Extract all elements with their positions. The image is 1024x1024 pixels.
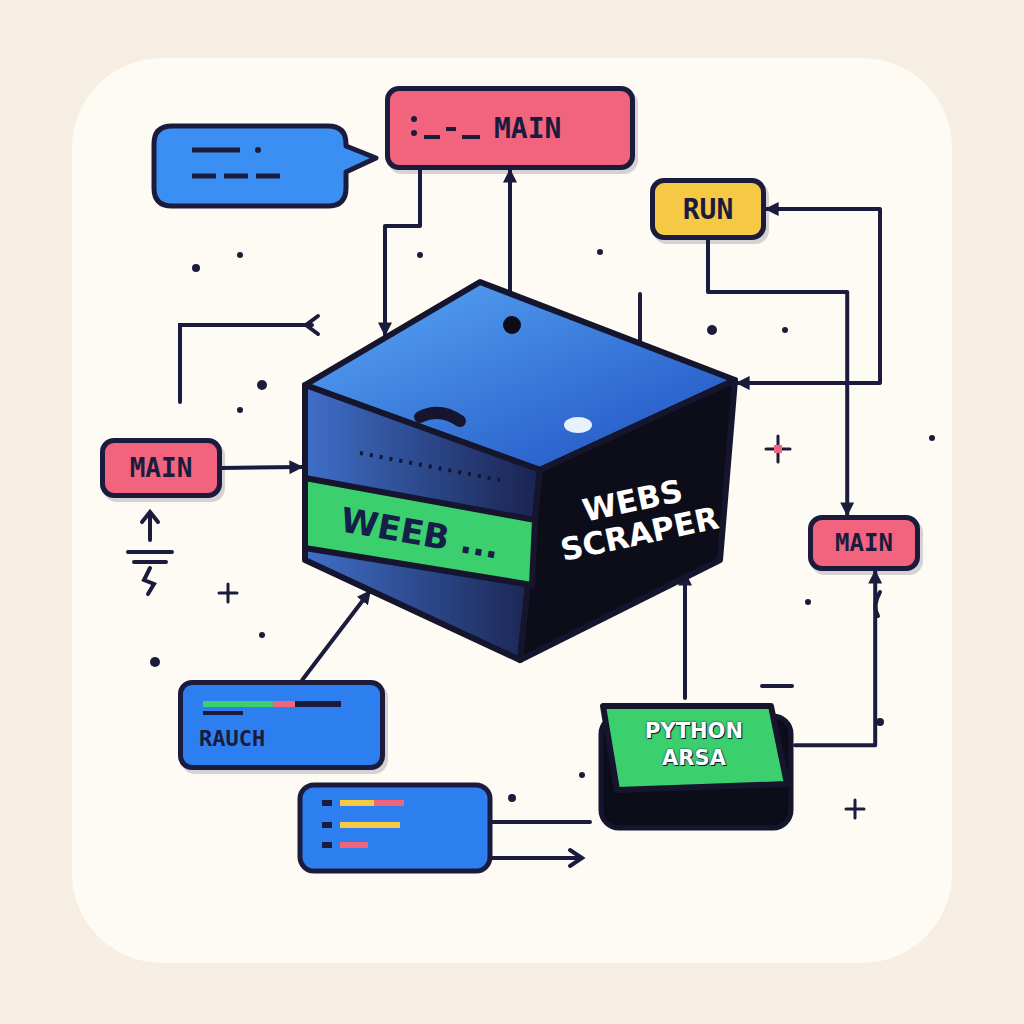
plus-sign xyxy=(219,584,237,602)
dash xyxy=(446,127,456,131)
bubble-bar xyxy=(322,842,332,848)
node-art xyxy=(390,91,510,165)
node-art xyxy=(183,685,383,725)
code-bar xyxy=(295,701,341,707)
dot xyxy=(597,249,603,255)
chat-bubble xyxy=(300,785,490,871)
connector-arrow xyxy=(508,170,512,293)
wire xyxy=(180,325,312,402)
plus-sign xyxy=(766,436,790,462)
box-label: MAIN xyxy=(835,529,893,557)
code-bar xyxy=(273,701,295,707)
cube-right xyxy=(520,380,735,660)
dash-dot xyxy=(411,116,417,122)
dot xyxy=(805,599,811,605)
panel xyxy=(72,58,952,963)
rauch-box: RAUCH xyxy=(178,680,385,770)
arrowhead xyxy=(306,316,318,334)
dot xyxy=(417,252,423,258)
bubble-shape xyxy=(154,126,376,206)
dot xyxy=(579,772,585,778)
box-label: RAUCH xyxy=(199,726,265,751)
dot xyxy=(782,327,788,333)
web-scraper-cube: WEEB ...WEBS SCRAPER xyxy=(300,275,740,665)
cube-left xyxy=(305,385,540,660)
python-block: PYTHON ARSA xyxy=(595,698,795,833)
scatter-dots xyxy=(150,249,935,802)
wire xyxy=(490,856,578,860)
cube-hole xyxy=(564,417,592,433)
bubble-bar xyxy=(340,822,400,828)
dot xyxy=(192,264,200,272)
cube-band xyxy=(305,478,535,585)
connector-arrow xyxy=(222,467,302,468)
code-bar xyxy=(203,711,243,715)
run-box: RUN xyxy=(650,178,766,240)
plus-center xyxy=(774,445,782,453)
bubble-shape xyxy=(300,785,490,871)
speech-bubble xyxy=(154,126,376,206)
wire xyxy=(490,820,590,824)
bubble-dash xyxy=(192,148,240,153)
dot xyxy=(237,252,243,258)
bubble-bar xyxy=(322,800,332,806)
box-label: MAIN xyxy=(130,453,193,483)
bubble-bar xyxy=(322,822,332,828)
dot xyxy=(259,632,265,638)
cube-slot xyxy=(420,413,460,421)
wire xyxy=(762,684,792,688)
main-box: MAIN xyxy=(100,438,222,498)
connector-arrow xyxy=(302,591,370,680)
block-label: PYTHON ARSA xyxy=(619,718,769,773)
dash xyxy=(462,135,480,139)
dot xyxy=(257,380,267,390)
connector-arrow xyxy=(385,170,420,335)
bubble-bar xyxy=(340,842,368,848)
box-label: MAIN xyxy=(494,112,561,145)
cube-dot xyxy=(503,316,521,334)
dot xyxy=(929,435,935,441)
dot xyxy=(707,325,717,335)
box-label: RUN xyxy=(683,193,734,226)
code-bar xyxy=(203,701,273,707)
arrow xyxy=(142,512,158,540)
arrowhead xyxy=(570,850,582,866)
connector-arrow xyxy=(683,573,687,698)
dot xyxy=(237,407,243,413)
bubble-bar xyxy=(340,800,374,806)
cube-dots xyxy=(360,453,500,480)
bubble-bar xyxy=(374,800,404,806)
ground-symbol xyxy=(128,552,172,594)
bubble-dot xyxy=(255,147,261,153)
main-box: MAIN xyxy=(808,515,920,571)
connector-arrow xyxy=(795,571,875,745)
dot xyxy=(508,794,516,802)
block-top xyxy=(603,706,787,790)
dot xyxy=(150,657,160,667)
dash-dot xyxy=(411,130,417,136)
dash xyxy=(424,135,440,139)
main-box: MAIN xyxy=(385,86,635,170)
plus-sign xyxy=(846,800,864,818)
node-art xyxy=(300,275,740,665)
bubble-dash xyxy=(192,174,280,179)
